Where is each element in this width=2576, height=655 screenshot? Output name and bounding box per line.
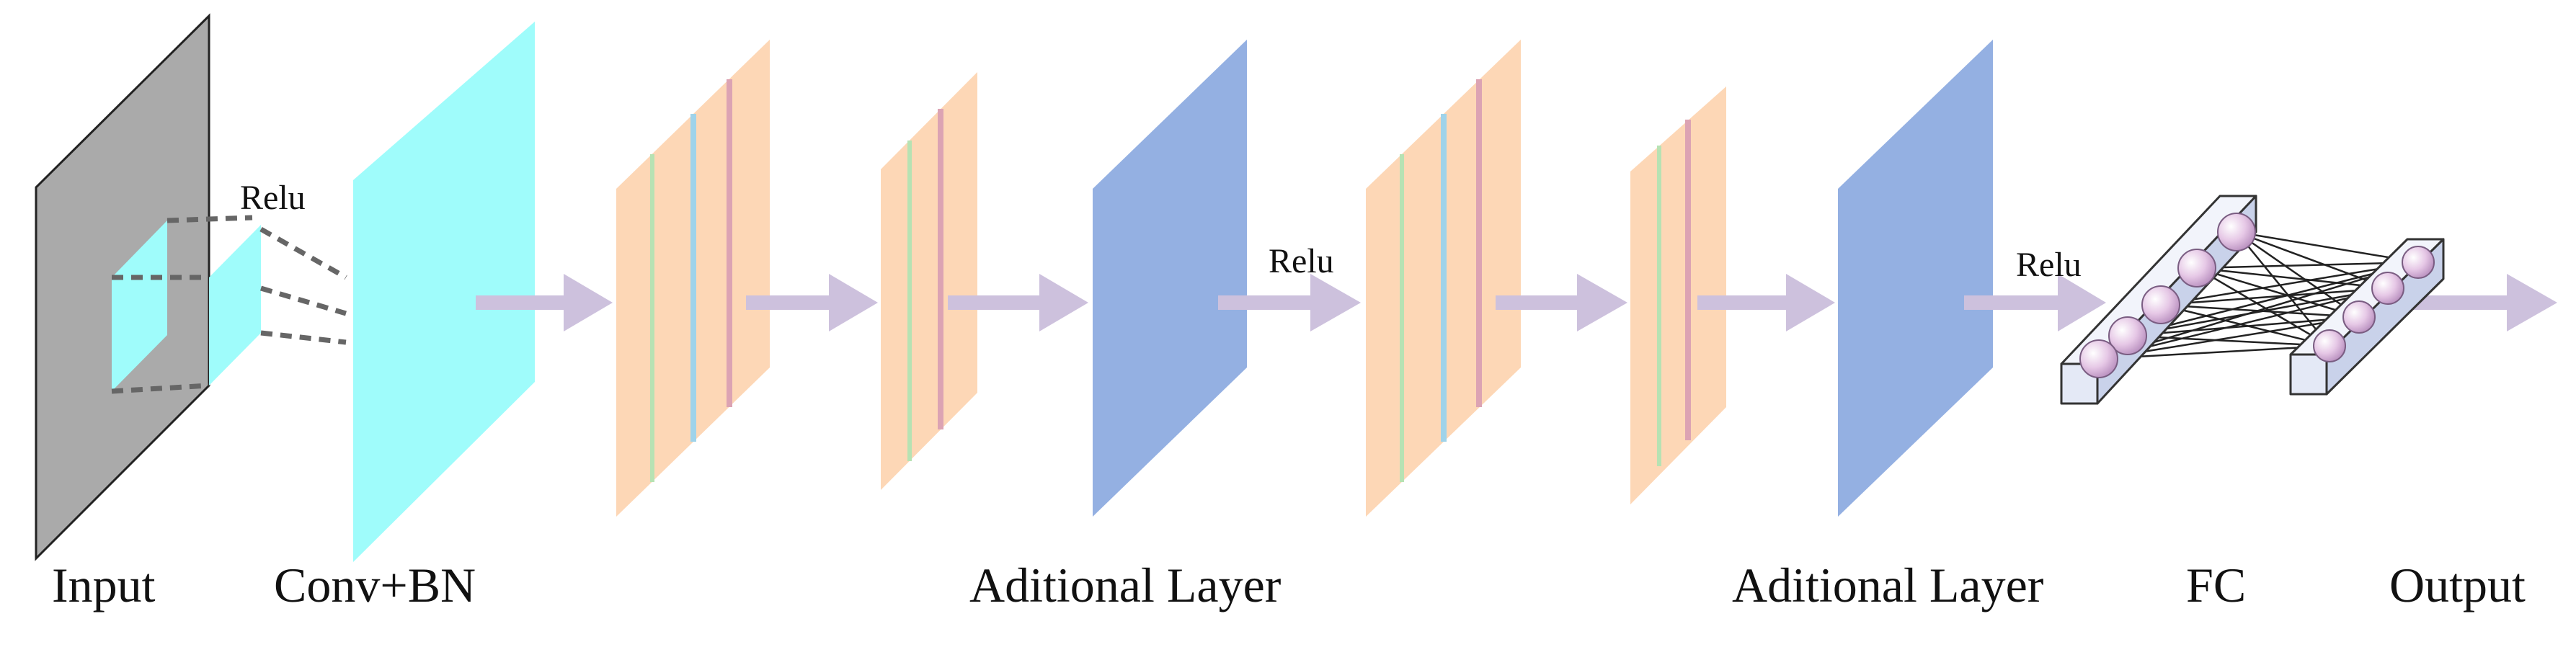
- input-block: Relu: [35, 13, 347, 561]
- fc-input-neurons: [2079, 213, 2256, 378]
- relu-feature-patch: [209, 225, 261, 386]
- relu-label-1: Relu: [240, 179, 306, 217]
- projection-dashes: [111, 215, 347, 394]
- fc-output-neurons: [2313, 246, 2435, 362]
- relu-label-3: Relu: [2016, 246, 2082, 284]
- caption-output: Output: [2389, 558, 2526, 612]
- arrow-7: [1964, 274, 2106, 331]
- additional-layer-plane-1: [1093, 40, 1247, 517]
- feature-map-2: [881, 72, 977, 490]
- arrow-2: [746, 274, 878, 331]
- conv-bn-plane: [353, 22, 535, 562]
- arrow-1: [476, 274, 613, 331]
- flow-arrows: [476, 274, 2557, 331]
- arrow-5: [1496, 274, 1627, 331]
- caption-conv-bn: Conv+BN: [274, 558, 476, 612]
- caption-additional-layer-1: Aditional Layer: [969, 558, 1282, 612]
- relu-label-2: Relu: [1269, 242, 1334, 280]
- caption-additional-layer-2: Aditional Layer: [1732, 558, 2044, 612]
- arrow-4: [1218, 274, 1361, 331]
- arrow-6: [1697, 274, 1835, 331]
- feature-map-4: [1630, 86, 1726, 504]
- arrow-8: [2407, 274, 2557, 331]
- input-receptive-field: [112, 220, 167, 391]
- arrow-3: [948, 274, 1088, 331]
- fc-block: [2060, 195, 2445, 405]
- caption-input: Input: [52, 558, 156, 612]
- caption-fc: FC: [2186, 558, 2246, 612]
- additional-layer-plane-2: [1838, 40, 1993, 517]
- feature-map-3: [1366, 40, 1521, 517]
- feature-map-1: [616, 40, 770, 517]
